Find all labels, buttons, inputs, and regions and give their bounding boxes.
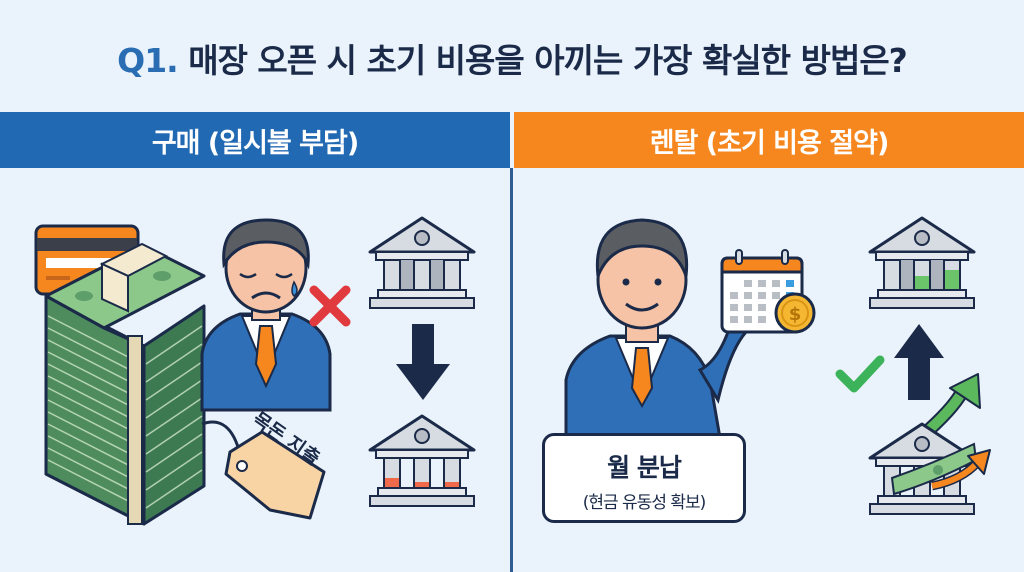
happy-businessman-icon (564, 218, 760, 440)
bank-full-icon (368, 216, 476, 309)
svg-text:$: $ (789, 304, 802, 325)
purchase-header: 구매 (일시불 부담) (0, 112, 510, 168)
callout-main-text: 월 분납 (607, 453, 682, 482)
bank-money-flow-icon (868, 373, 991, 515)
callout-sub-text: (현금 유동성 확보) (582, 493, 707, 513)
money-stack-icon (44, 242, 206, 526)
bank-growing-icon (868, 216, 976, 309)
down-arrow-icon (396, 324, 450, 400)
price-tag-icon (201, 420, 326, 520)
up-arrow-icon (894, 324, 944, 400)
panel-divider (510, 168, 513, 572)
dollar-coin-icon: $ (774, 292, 816, 334)
monthly-payment-callout: 월 분납 (현금 유동성 확보) (542, 433, 746, 523)
question-text: 매장 오픈 시 초기 비용을 아끼는 가장 확실한 방법은? (177, 41, 908, 80)
red-x-icon (309, 285, 351, 327)
rental-header: 렌탈 (초기 비용 절약) (514, 112, 1024, 168)
sad-businessman-icon (200, 218, 332, 412)
green-check-icon (835, 355, 885, 393)
bank-depleted-icon (368, 414, 476, 507)
question-number: Q1. (117, 41, 179, 80)
page-title: Q1. 매장 오픈 시 초기 비용을 아끼는 가장 확실한 방법은? (0, 34, 1024, 82)
